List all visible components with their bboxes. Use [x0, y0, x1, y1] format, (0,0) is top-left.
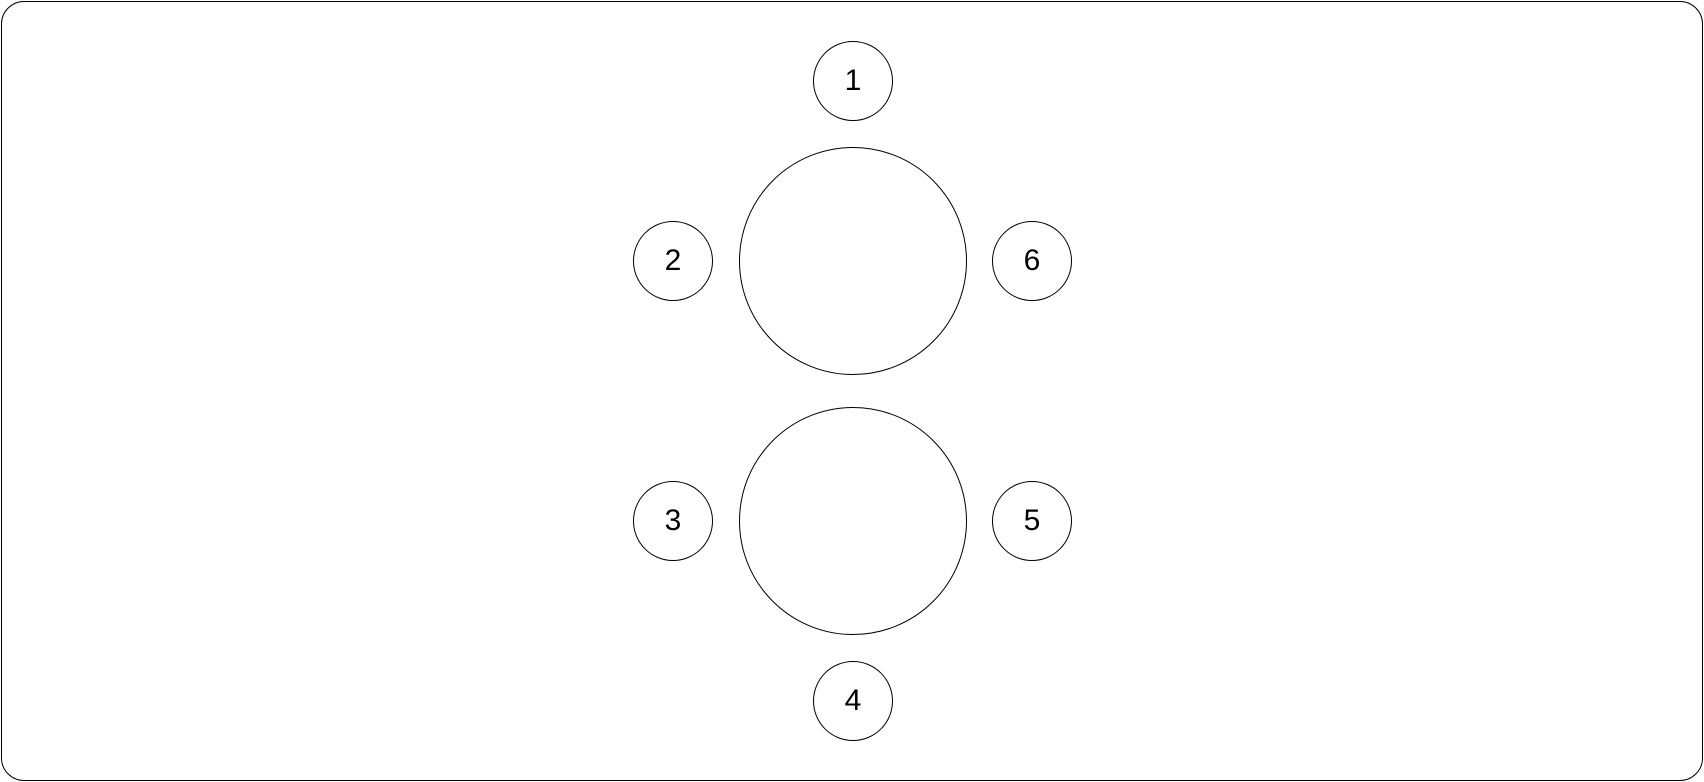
seat-2-label: 2: [664, 244, 682, 277]
seat-6: 6: [992, 221, 1072, 301]
seat-3-label: 3: [664, 504, 682, 537]
seat-5: 5: [992, 481, 1072, 561]
seat-2: 2: [633, 221, 713, 301]
seat-5-label: 5: [1023, 504, 1041, 537]
seat-6-label: 6: [1023, 244, 1041, 277]
seat-3: 3: [633, 481, 713, 561]
seat-4: 4: [813, 661, 893, 741]
round-table-top: [739, 147, 967, 375]
round-table-bottom: [739, 407, 967, 635]
seat-1-label: 1: [844, 64, 862, 97]
seat-1: 1: [813, 41, 893, 121]
seat-4-label: 4: [844, 684, 862, 717]
